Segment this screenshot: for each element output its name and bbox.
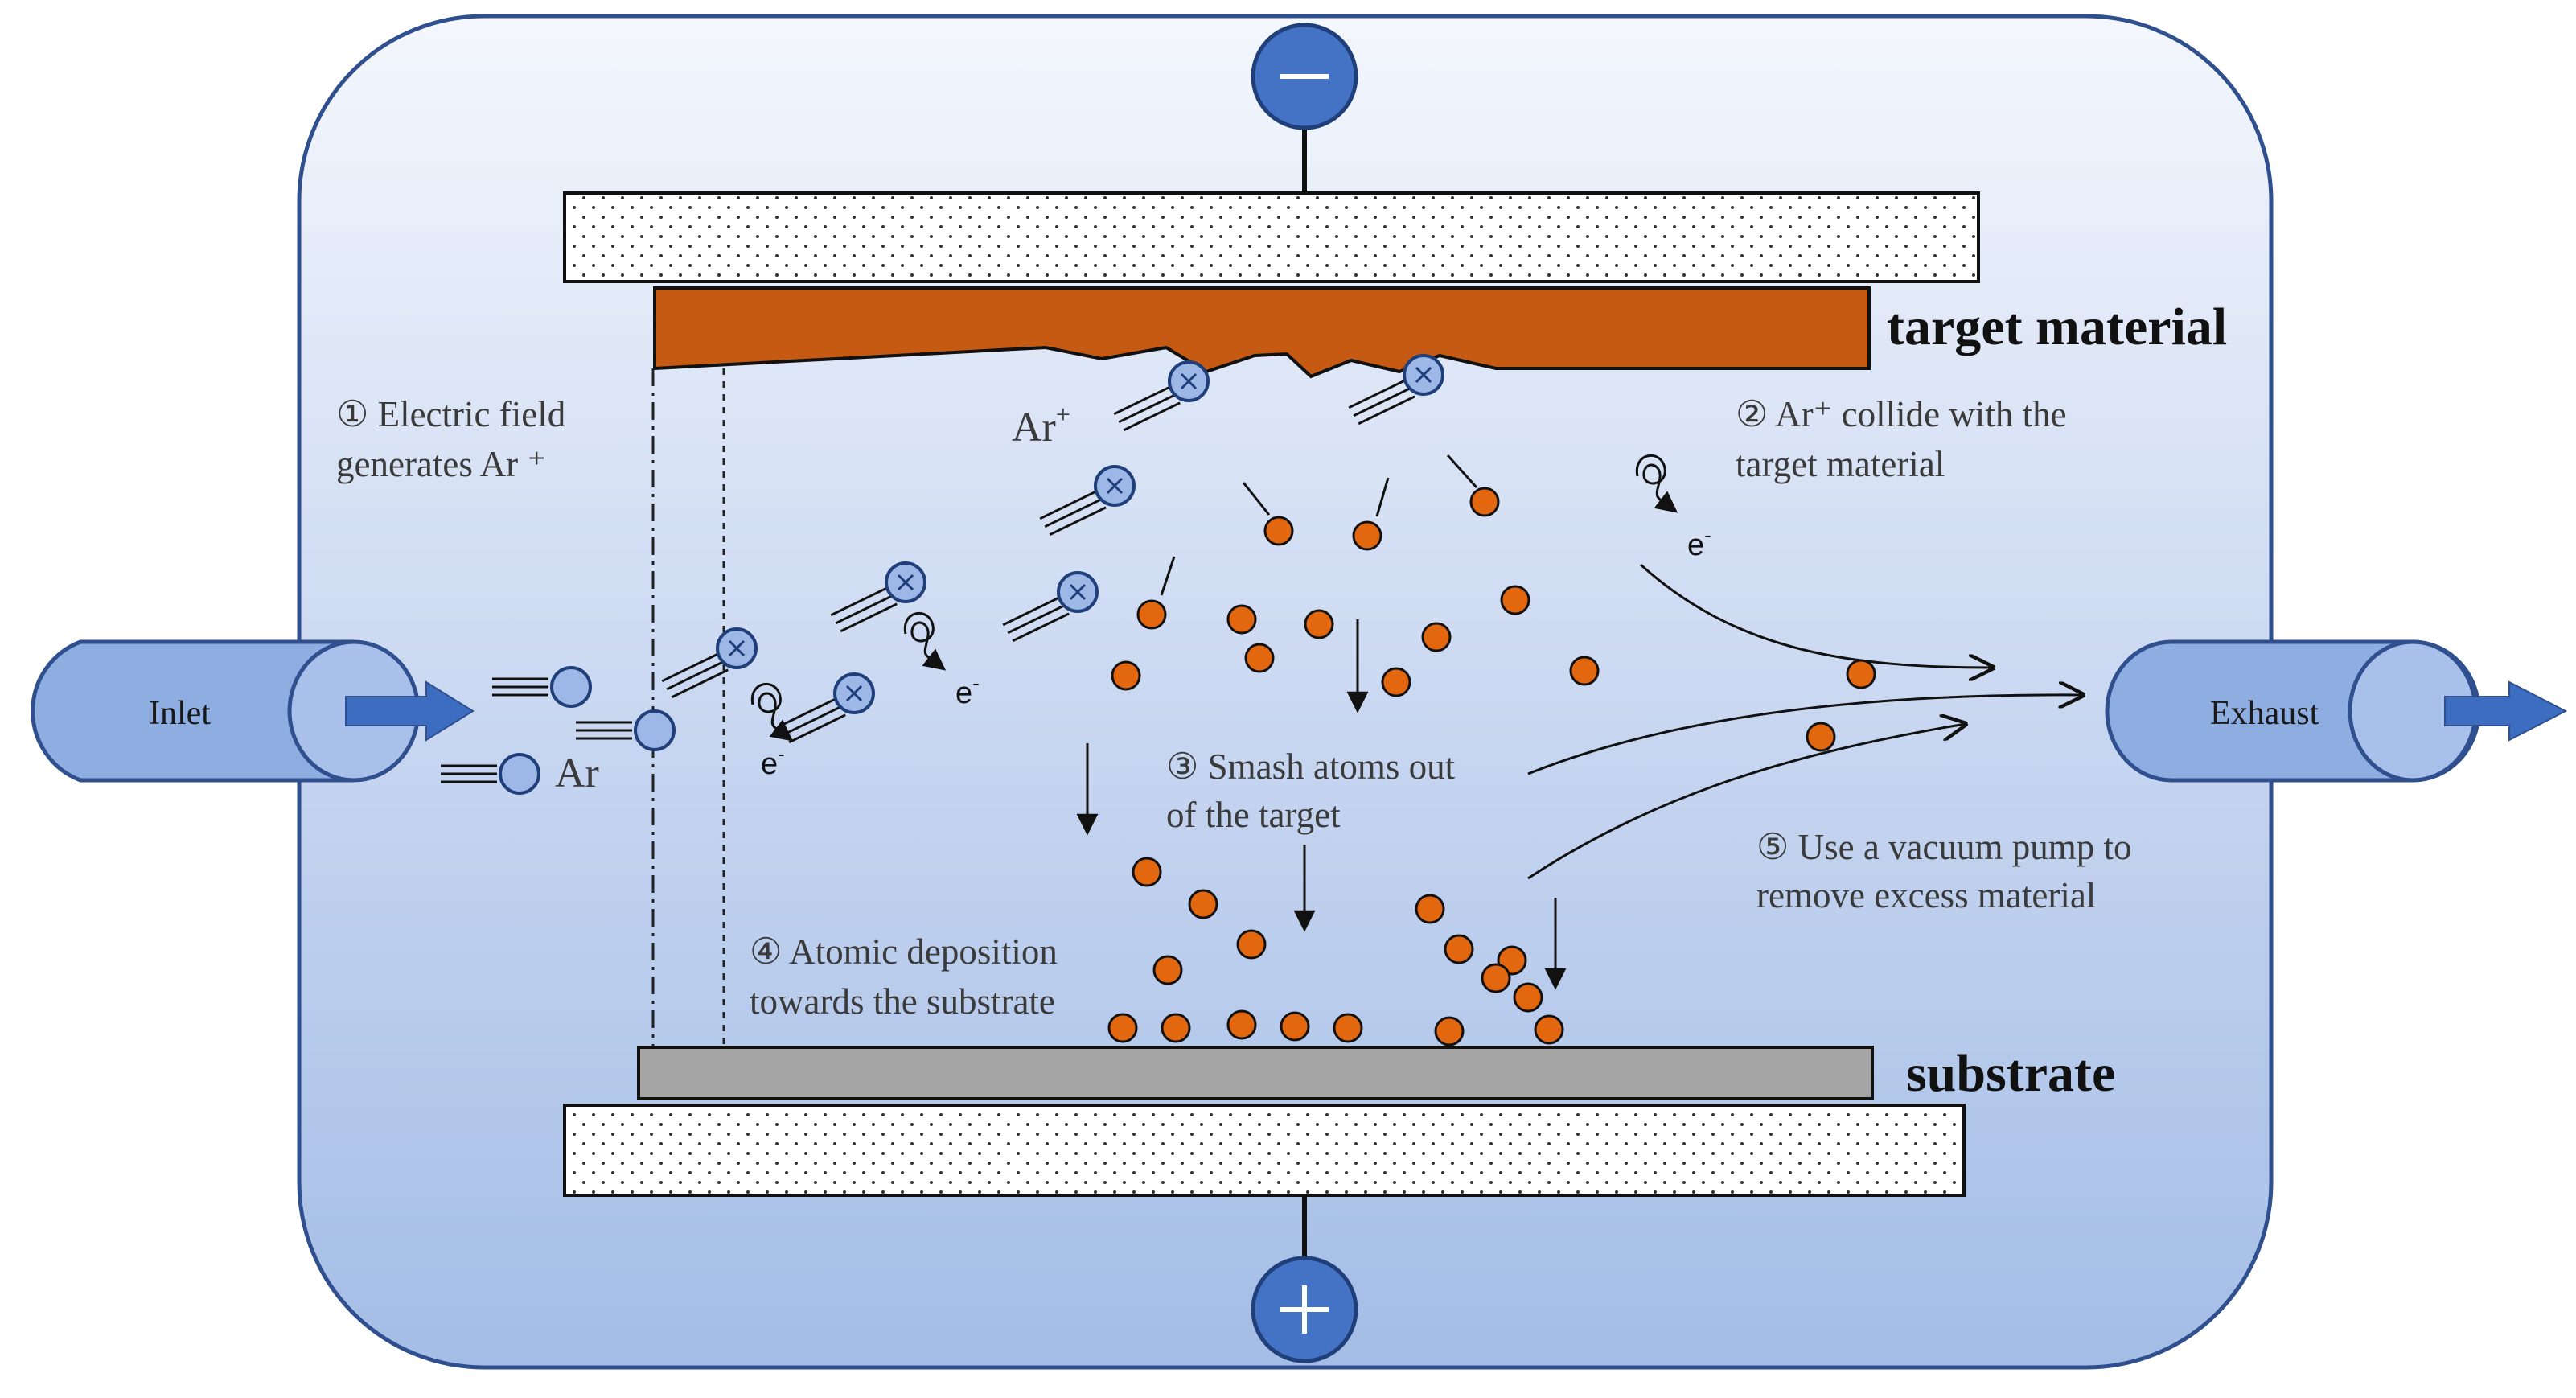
speed-lines — [576, 721, 632, 740]
flow-arrow-icon — [1527, 724, 1966, 880]
speed-lines — [1348, 379, 1415, 426]
speed-lines — [441, 764, 497, 783]
svg-text:target material: target material — [1736, 444, 1945, 484]
svg-text:③ Smash atoms out: ③ Smash atoms out — [1166, 746, 1456, 787]
sputtered-atom-icon — [1333, 1013, 1363, 1043]
sputtered-atom-icon — [1111, 660, 1141, 691]
argon-ion-icon — [1057, 571, 1099, 613]
speed-lines — [1113, 385, 1181, 432]
speed-lines — [1039, 490, 1107, 537]
flow-arrow-icon — [1639, 563, 1993, 668]
sputtered-atom-icon — [1421, 622, 1452, 652]
argon-ion-icon — [885, 561, 926, 603]
substrate-block — [637, 1046, 1874, 1100]
sputtered-atom-icon — [1226, 604, 1257, 635]
sputtered-atom-icon — [1534, 1014, 1564, 1045]
exhaust-arrow-icon — [2444, 680, 2568, 742]
sputtered-atom-icon — [1352, 520, 1382, 551]
exhaust-label: Exhaust — [2210, 695, 2319, 732]
argon-ion-icon — [1094, 465, 1136, 507]
bottom-electrode-plate — [563, 1104, 1966, 1197]
argon-ion-icon — [1403, 354, 1444, 396]
sputtered-atom-icon — [1806, 722, 1836, 752]
speed-lines — [661, 652, 729, 699]
electron-label: e- — [761, 742, 785, 781]
sputtered-atom-icon — [1107, 1013, 1138, 1043]
sputtered-atom-icon — [1304, 609, 1334, 639]
sputtered-atom-icon — [1434, 1016, 1465, 1046]
step-1-label: ① Electric field generates Ar ⁺ — [336, 394, 565, 484]
sputtered-atom-icon — [1481, 963, 1511, 993]
electron-label: e- — [955, 671, 980, 710]
electron-path-icon — [903, 612, 947, 671]
flow-arrow-icon — [1527, 695, 2083, 775]
sputtered-atom-icon — [1188, 889, 1218, 919]
svg-text:remove excess material: remove excess material — [1756, 875, 2096, 915]
sputtered-atom-icon — [1846, 659, 1876, 689]
electron-label: e- — [1687, 523, 1711, 562]
sputtered-atom-icon — [1444, 934, 1474, 964]
argon-ion-icon — [1168, 360, 1210, 402]
svg-text:of the target: of the target — [1166, 795, 1341, 835]
sputtered-atom-icon — [1381, 667, 1411, 697]
inlet-label: Inlet — [149, 695, 211, 732]
sputtered-atom-icon — [1132, 857, 1162, 887]
svg-text:④ Atomic deposition: ④ Atomic deposition — [750, 931, 1058, 972]
speed-lines — [492, 677, 548, 697]
sputtered-atom-icon — [1500, 585, 1530, 615]
step-3-label: ③ Smash atoms out of the target — [1166, 746, 1456, 835]
top-electrode-plate — [563, 191, 1980, 283]
sputtered-atom-icon — [1226, 1009, 1257, 1040]
ar-plus-label: Ar+ — [1012, 400, 1070, 450]
argon-atom-icon — [499, 753, 540, 795]
sputtered-atom-icon — [1469, 487, 1500, 517]
substrate-label: substrate — [1906, 1044, 2115, 1103]
inlet-arrow-icon — [345, 680, 475, 742]
electron-path-icon — [750, 683, 794, 742]
sputtered-atom-icon — [1244, 643, 1275, 673]
ejection-trails — [1160, 454, 1478, 596]
exhaust-pipe: Exhaust — [2105, 639, 2568, 783]
sputtered-atom-icon — [1569, 656, 1600, 686]
argon-ion-icon — [833, 672, 875, 714]
cathode-terminal — [1251, 23, 1358, 193]
step-4-label: ④ Atomic deposition towards the substrat… — [750, 931, 1058, 1022]
ar-label: Ar — [555, 750, 599, 796]
exhaust-flow-arrows — [1527, 563, 2083, 880]
svg-text:generates Ar ⁺: generates Ar ⁺ — [336, 444, 546, 484]
argon-atom-icon — [550, 666, 592, 708]
svg-text:towards the substrate: towards the substrate — [750, 981, 1055, 1022]
target-material-label: target material — [1887, 298, 2227, 356]
sputtered-atom-icon — [1152, 955, 1183, 985]
argon-ion-icon — [716, 627, 758, 669]
svg-text:② Ar⁺ collide with the: ② Ar⁺ collide with the — [1736, 394, 2067, 434]
sputtered-atom-icon — [1236, 929, 1267, 960]
target-material-block — [653, 286, 1871, 379]
step-5-label: ⑤ Use a vacuum pump to remove excess mat… — [1756, 827, 2132, 915]
argon-atom-icon — [634, 709, 676, 751]
sputtered-atom-icon — [1513, 982, 1543, 1013]
particles-layer — [441, 354, 1876, 1046]
svg-text:⑤ Use a vacuum pump to: ⑤ Use a vacuum pump to — [1756, 827, 2132, 867]
deposition-arrows — [1076, 619, 1567, 990]
sputtered-atom-icon — [1263, 516, 1294, 546]
anode-terminal — [1251, 1195, 1358, 1363]
svg-text:① Electric field: ① Electric field — [336, 394, 565, 434]
electron-labels: e- e- e- — [761, 523, 1711, 781]
sputtered-atom-icon — [1161, 1013, 1191, 1043]
speed-lines — [1002, 596, 1070, 643]
step-2-label: ② Ar⁺ collide with the target material — [1736, 394, 2067, 484]
sputtered-atom-icon — [1280, 1011, 1310, 1042]
sputtered-atom-icon — [1415, 894, 1445, 924]
electron-path-icon — [1635, 454, 1678, 513]
sputtered-atom-icon — [1136, 599, 1167, 630]
inlet-pipe: Inlet — [31, 639, 475, 783]
speed-lines — [830, 586, 898, 633]
